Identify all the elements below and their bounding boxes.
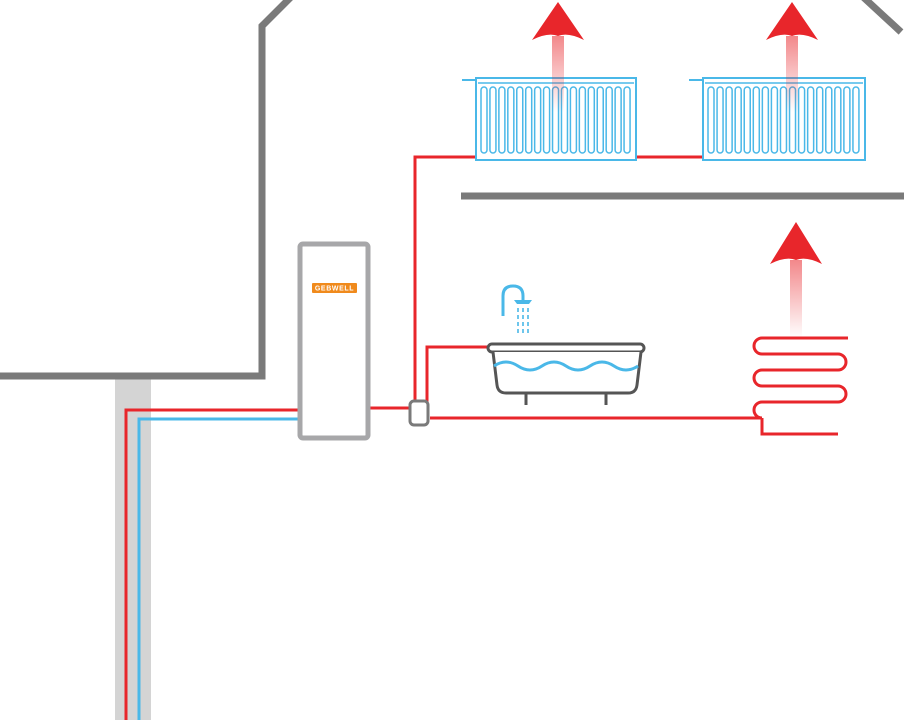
- underfloor-heating-coil-icon: [752, 336, 848, 436]
- heat-arrow-trail: [552, 36, 564, 112]
- radiator-frame: [702, 77, 866, 161]
- heat-arrow-trail: [790, 260, 802, 338]
- radiator-fin: [707, 86, 715, 154]
- radiator-fin: [542, 86, 551, 154]
- brand-logo-badge: [312, 283, 357, 293]
- radiator-fin: [716, 86, 724, 154]
- radiator-fin: [533, 86, 542, 154]
- radiator-fin: [605, 86, 613, 154]
- radiator-fin: [743, 86, 751, 154]
- radiator-fin: [516, 86, 524, 154]
- radiator-fin: [770, 86, 779, 154]
- radiator-fin: [507, 86, 515, 154]
- radiator-fin: [480, 86, 488, 154]
- radiator-fin: [569, 86, 578, 154]
- radiator-fin: [578, 86, 587, 154]
- radiator-fin: [734, 86, 742, 154]
- radiator-icon: [462, 77, 637, 161]
- distribution-pipes: [370, 155, 760, 420]
- radiator-fin: [498, 86, 506, 154]
- radiator-fin: [587, 86, 596, 154]
- radiator-fin: [489, 86, 497, 154]
- radiator-fin: [752, 86, 761, 154]
- shower-water-drops: [517, 308, 529, 334]
- radiator-fin: [806, 86, 815, 154]
- radiator-fin: [560, 86, 569, 154]
- radiator-fin: [614, 86, 622, 154]
- heat-arrow-head: [770, 222, 822, 264]
- radiator-fin: [779, 86, 788, 154]
- radiator-fin: [596, 86, 604, 154]
- mixing-valve: [408, 399, 430, 427]
- heat-arrows: [532, 2, 822, 338]
- heat-pump-unit-icon: GEBWELL: [297, 241, 371, 441]
- heat-rising-arrow-icon: [770, 222, 822, 338]
- heat-rising-arrow-icon: [766, 2, 818, 112]
- bathtub-rim: [486, 342, 646, 354]
- ground-loop-pipes: [124, 408, 300, 720]
- shower-icon: [501, 284, 525, 316]
- radiator-fin: [815, 86, 824, 154]
- radiator-fin: [797, 86, 806, 154]
- radiator-fin: [834, 86, 842, 154]
- bath-water: [493, 360, 639, 372]
- house-outline: [0, 0, 904, 380]
- heat-arrow-head: [766, 2, 818, 40]
- radiator-fin: [825, 86, 833, 154]
- heat-pump-unit-body: [297, 241, 371, 441]
- bathtub-icon: [486, 284, 646, 405]
- brand-logo-text: GEBWELL: [315, 286, 354, 293]
- radiator-fin: [623, 86, 631, 154]
- heat-arrow-trail: [786, 36, 798, 112]
- borehole: [115, 378, 151, 720]
- radiator-fin: [843, 86, 851, 154]
- radiators: [462, 77, 866, 161]
- heat-arrow-head: [532, 2, 584, 40]
- ground-loop-cold-pipe: [137, 417, 300, 720]
- bathtub-body: [491, 351, 643, 395]
- radiator-fin: [761, 86, 770, 154]
- ground-floor-wall: [0, 0, 293, 380]
- shower-head: [514, 300, 532, 304]
- radiator-fin: [524, 86, 533, 154]
- heat-rising-arrow-icon: [532, 2, 584, 112]
- radiator-fin: [852, 86, 860, 154]
- radiator-icon: [689, 77, 866, 161]
- bathtub-supply-pipe: [425, 345, 490, 408]
- radiator-fin: [725, 86, 733, 154]
- ground-loop-hot-pipe: [124, 408, 300, 720]
- radiator-supply-pipe: [413, 155, 476, 402]
- roof-right: [861, 0, 904, 35]
